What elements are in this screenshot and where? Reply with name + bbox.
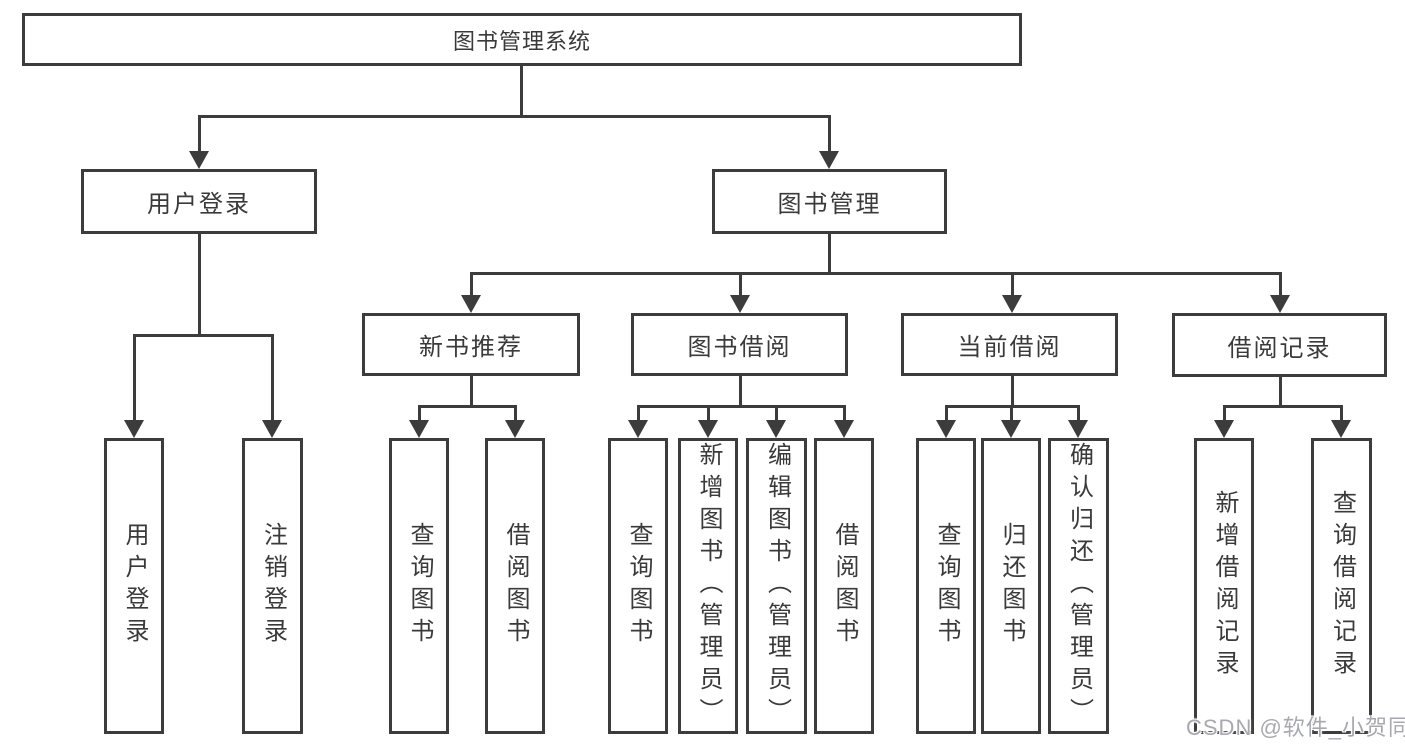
- leaf-query-books-recommend: 查询图书: [389, 438, 449, 734]
- connector-line: [470, 272, 1282, 275]
- connector-line: [514, 405, 517, 422]
- arrowhead-icon: [819, 151, 839, 169]
- node-new-book-recommendation: 新书推荐: [362, 313, 580, 376]
- connector-line: [1279, 272, 1282, 297]
- leaf-logout: 注销登录: [242, 438, 303, 734]
- leaf-user-login: 用户登录: [104, 438, 164, 734]
- leaf-label: 查询借阅记录: [1328, 490, 1356, 682]
- leaf-borrow-books-recommend: 借阅图书: [485, 438, 545, 734]
- node-book-management: 图书管理: [712, 169, 947, 234]
- arrowhead-icon: [1214, 420, 1234, 438]
- node-book-borrowing: 图书借阅: [631, 313, 848, 376]
- leaf-confirm-return-admin: 确认归还（管理员）: [1048, 438, 1109, 734]
- connector-line: [1010, 405, 1013, 422]
- connector-line: [775, 405, 778, 422]
- connector-line: [945, 405, 948, 422]
- connector-line: [470, 272, 473, 297]
- connector-line: [418, 405, 517, 408]
- leaf-add-borrow-record: 新增借阅记录: [1194, 438, 1254, 734]
- node-user-login: 用户登录: [81, 169, 317, 234]
- connector-line: [271, 334, 274, 421]
- connector-line: [198, 232, 201, 337]
- connector-line: [1340, 405, 1343, 422]
- connector-line: [133, 334, 136, 421]
- connector-line: [828, 115, 831, 153]
- leaf-label: 借阅图书: [502, 522, 529, 650]
- node-library-management-system: 图书管理系统: [22, 13, 1022, 66]
- leaf-label: 查询图书: [625, 522, 652, 650]
- leaf-query-books-current: 查询图书: [916, 438, 976, 734]
- leaf-label: 查询图书: [406, 522, 433, 650]
- csdn-watermark: CSDN @软件_小贺同学: [1186, 715, 1405, 740]
- connector-line: [1011, 374, 1014, 408]
- connector-line: [418, 405, 421, 422]
- arrowhead-icon: [1331, 420, 1351, 438]
- connector-line: [828, 232, 831, 275]
- arrowhead-icon: [628, 420, 648, 438]
- connector-line: [1077, 405, 1080, 422]
- arrowhead-icon: [766, 420, 786, 438]
- leaf-label: 查询图书: [933, 522, 960, 650]
- connector-line: [707, 405, 710, 422]
- connector-line: [1279, 375, 1282, 408]
- leaf-query-borrow-record: 查询借阅记录: [1311, 438, 1372, 734]
- arrowhead-icon: [409, 420, 429, 438]
- leaf-label: 借阅图书: [831, 522, 858, 650]
- connector-line: [637, 405, 640, 422]
- leaf-edit-books-admin: 编辑图书（管理员）: [746, 438, 807, 734]
- arrowhead-icon: [262, 420, 282, 438]
- leaf-label: 注销登录: [259, 522, 287, 650]
- leaf-label: 新增借阅记录: [1211, 490, 1238, 682]
- connector-line: [739, 272, 742, 297]
- arrowhead-icon: [698, 420, 718, 438]
- arrowhead-icon: [1001, 420, 1021, 438]
- arrowhead-icon: [936, 420, 956, 438]
- connector-line: [198, 115, 831, 118]
- leaf-label: 用户登录: [121, 522, 148, 650]
- leaf-label: 确认归还（管理员）: [1065, 442, 1093, 730]
- connector-line: [739, 374, 742, 408]
- arrowhead-icon: [1270, 295, 1290, 313]
- leaf-return-books: 归还图书: [981, 438, 1041, 734]
- connector-line: [1011, 272, 1014, 297]
- arrowhead-icon: [1068, 420, 1088, 438]
- arrowhead-icon: [505, 420, 525, 438]
- leaf-label: 归还图书: [998, 522, 1025, 650]
- connector-line: [843, 405, 846, 422]
- connector-line: [198, 115, 201, 153]
- arrowhead-icon: [124, 420, 144, 438]
- arrowhead-icon: [189, 151, 209, 169]
- arrowhead-icon: [461, 295, 481, 313]
- connector-line: [520, 64, 523, 117]
- leaf-borrow-books: 借阅图书: [814, 438, 874, 734]
- connector-line: [637, 405, 846, 408]
- leaf-label: 编辑图书（管理员）: [763, 442, 791, 730]
- node-borrowing-records: 借阅记录: [1172, 313, 1387, 377]
- leaf-label: 新增图书（管理员）: [695, 442, 722, 730]
- connector-line: [133, 334, 274, 337]
- leaf-query-books-borrowing: 查询图书: [608, 438, 668, 734]
- arrowhead-icon: [834, 420, 854, 438]
- connector-line: [1223, 405, 1226, 422]
- connector-line: [470, 374, 473, 408]
- arrowhead-icon: [1002, 295, 1022, 313]
- connector-line: [1223, 405, 1343, 408]
- arrowhead-icon: [730, 295, 750, 313]
- node-current-borrowing: 当前借阅: [901, 313, 1118, 376]
- leaf-add-books-admin: 新增图书（管理员）: [678, 438, 738, 734]
